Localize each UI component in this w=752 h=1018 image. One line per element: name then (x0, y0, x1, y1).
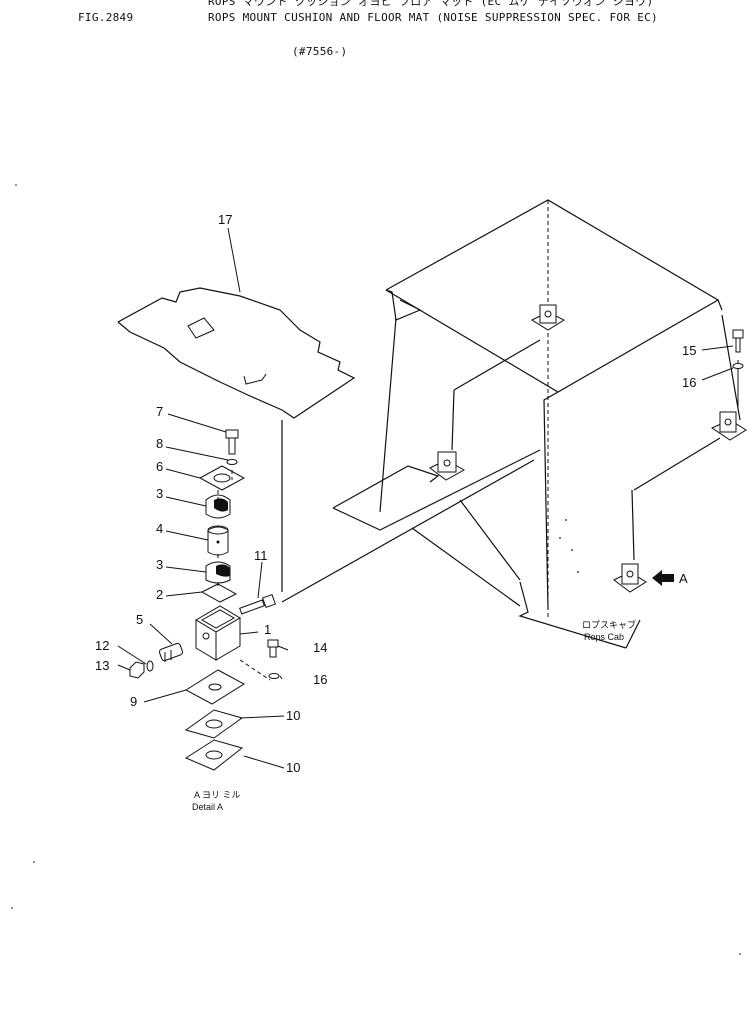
cab-mount-rear-left (530, 304, 566, 331)
label-9: 9 (130, 694, 137, 709)
label-14: 14 (313, 640, 327, 655)
cab-mount-front-right (613, 563, 647, 593)
washer-8 (226, 459, 238, 465)
floor-mat-17 (117, 227, 356, 419)
cushion-3-upper (205, 494, 231, 519)
sleeve-4 (207, 525, 229, 556)
label-16-lower: 16 (313, 672, 327, 687)
label-10-lower: 10 (286, 760, 300, 775)
cab-label-jp: ロプスキャブ (582, 619, 636, 630)
label-15: 15 (682, 343, 696, 358)
cushion-3-lower (205, 561, 231, 584)
label-10-upper: 10 (286, 708, 300, 723)
washer-16-upper (732, 363, 744, 369)
cab-mount-front-left (429, 451, 466, 481)
serial-range: (#7556-) (292, 45, 347, 58)
bolt-15 (732, 329, 744, 410)
shim-2 (200, 583, 238, 603)
cab-label: Rops Cab (584, 632, 624, 642)
bracket-1 (195, 605, 241, 661)
label-5: 5 (136, 612, 143, 627)
figure-title: ROPS MOUNT CUSHION AND FLOOR MAT (NOISE … (208, 11, 658, 24)
view-marker-a: A (679, 571, 688, 586)
plate-10-upper (184, 709, 244, 739)
plate-10-lower (184, 739, 244, 771)
label-3-upper: 3 (156, 486, 163, 501)
washer-12 (146, 660, 154, 672)
detail-caption-jp: A ヨリ ミル (194, 790, 241, 800)
label-12: 12 (95, 638, 109, 653)
cab-mount-rear-right (710, 411, 747, 441)
label-13: 13 (95, 658, 109, 673)
detail-caption: Detail A (192, 802, 223, 812)
label-8: 8 (156, 436, 163, 451)
plate-9 (185, 669, 245, 705)
label-6: 6 (156, 459, 163, 474)
nut-13 (129, 661, 145, 679)
label-3-lower: 3 (156, 557, 163, 572)
label-1: 1 (264, 622, 271, 637)
bolt-11 (239, 593, 277, 615)
bolt-7 (225, 429, 239, 455)
label-2: 2 (156, 587, 163, 602)
label-16-upper: 16 (682, 375, 696, 390)
label-11: 11 (254, 548, 268, 563)
label-17: 17 (218, 212, 232, 227)
plate-6 (198, 465, 246, 491)
header-jp-title: ROPS マウント クッション オヨビ フロア マット (EC ムケ テイソウオ… (208, 0, 653, 8)
bolt-14 (267, 639, 279, 658)
rops-cab (281, 199, 741, 649)
bushing-5 (158, 642, 184, 662)
label-7: 7 (156, 404, 163, 419)
view-arrow-a (652, 570, 674, 586)
figure-number: FIG.2849 (78, 11, 133, 24)
washer-16-lower (268, 673, 280, 679)
label-4: 4 (156, 521, 163, 536)
